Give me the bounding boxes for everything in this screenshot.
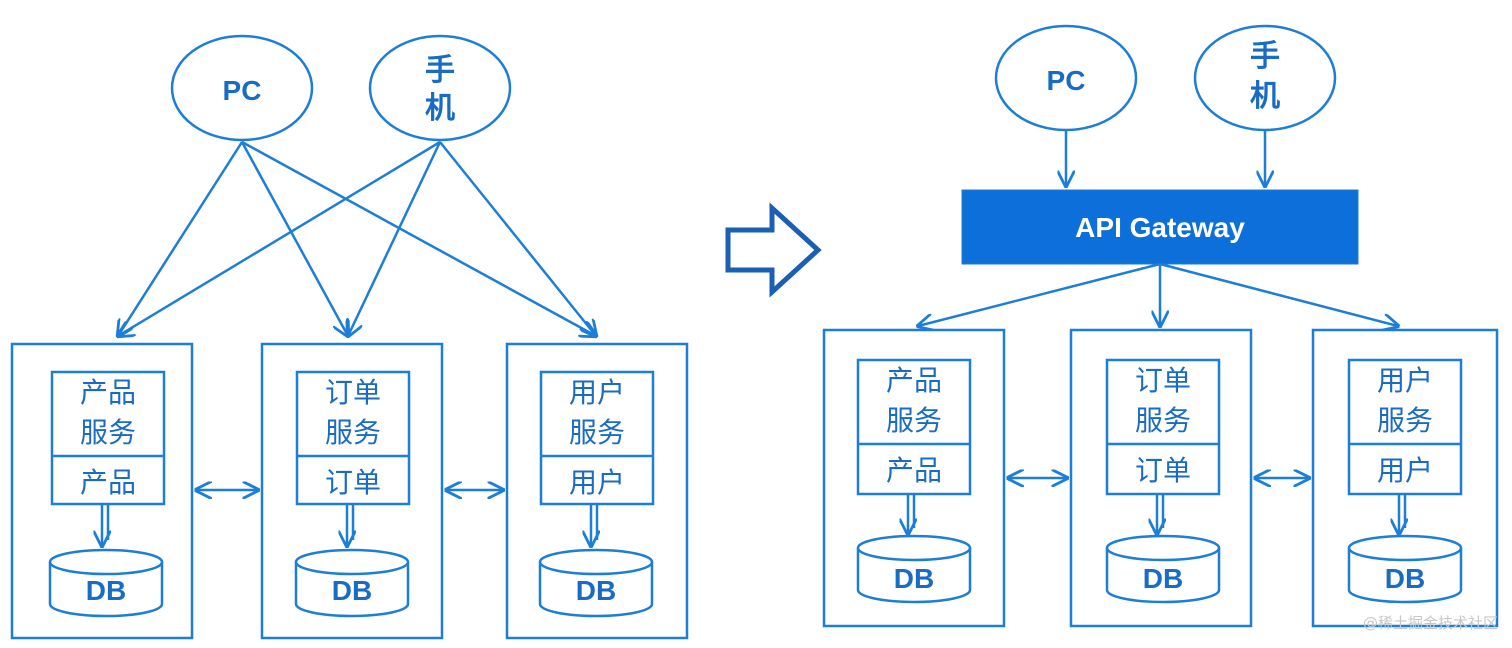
right-data-label: 用户	[1377, 455, 1433, 486]
left-client-arrows	[118, 140, 596, 336]
right-service-label-line1: 产品	[886, 365, 942, 396]
left-db-cylinder	[538, 548, 654, 618]
right-gateway-arrows	[918, 262, 1398, 326]
left-service-label-line2: 服务	[325, 417, 381, 448]
right-db-label: DB	[894, 563, 934, 594]
watermark: @稀土掘金技术社区	[1362, 614, 1498, 632]
left-service-order: 订单 服务 订单 DB	[260, 342, 444, 640]
left-service-label-line1: 用户	[569, 377, 625, 408]
left-arrow-mobile-to-product	[118, 140, 441, 336]
left-arrow-pc-to-user	[241, 140, 596, 336]
left-service-label-line1: 产品	[80, 377, 136, 408]
right-service-order: 订单 服务 订单 DB	[1069, 328, 1253, 628]
left-mobile-client-label-line1: 手	[425, 54, 455, 87]
left-service-product: 产品 服务 产品 DB	[10, 342, 194, 640]
left-pc-client-node	[170, 34, 314, 142]
left-pc-client-label: PC	[223, 75, 262, 106]
api-gateway-box	[961, 189, 1359, 265]
right-diagram: PC 手 机 API Gateway 产品 服务 产品 DB	[822, 24, 1499, 628]
right-db-cylinder	[1347, 534, 1463, 604]
right-data-label: 订单	[1135, 455, 1191, 486]
right-pc-client-label: PC	[1047, 65, 1086, 96]
right-service-box	[856, 358, 972, 496]
left-db-label: DB	[86, 575, 126, 606]
left-service-user: 用户 服务 用户 DB	[505, 342, 689, 640]
right-arrow-gateway-to-product	[918, 262, 1161, 326]
hollow-right-arrow-icon	[725, 202, 822, 298]
right-service-label-line2: 服务	[886, 405, 942, 436]
left-arrow-pc-to-order	[240, 141, 348, 336]
left-data-label: 用户	[569, 467, 625, 498]
right-service-user: 用户 服务 用户 DB	[1311, 328, 1499, 628]
right-mobile-client-label-line2: 机	[1250, 80, 1280, 113]
left-db-cylinder	[48, 548, 164, 618]
right-mobile-client-label-line1: 手	[1250, 40, 1280, 73]
left-mobile-client-node	[368, 34, 512, 142]
right-db-cylinder	[856, 534, 972, 604]
left-db-label: DB	[576, 575, 616, 606]
right-service-label-line2: 服务	[1377, 405, 1433, 436]
left-arrow-pc-to-product	[118, 141, 244, 336]
left-arrow-mobile-to-order	[348, 141, 442, 336]
left-db-label: DB	[332, 575, 372, 606]
left-service-label-line2: 服务	[80, 417, 136, 448]
left-diagram: PC 手 机 产品 服务 产品 DB	[10, 34, 689, 640]
right-db-label: DB	[1385, 563, 1425, 594]
left-mobile-client-label-line2: 机	[425, 92, 455, 125]
right-service-label-line2: 服务	[1135, 405, 1191, 436]
right-service-product: 产品 服务 产品 DB	[822, 328, 1006, 628]
left-arrow-mobile-to-user	[439, 141, 596, 336]
right-arrow-gateway-to-user	[1159, 262, 1398, 326]
right-service-label-line1: 订单	[1135, 365, 1191, 396]
left-data-label: 订单	[325, 467, 381, 498]
right-service-label-line1: 用户	[1377, 365, 1433, 396]
right-db-label: DB	[1143, 563, 1183, 594]
right-data-label: 产品	[886, 455, 942, 486]
left-service-box	[295, 370, 411, 506]
api-gateway-label: API Gateway	[1075, 212, 1245, 243]
left-service-label-line1: 订单	[325, 377, 381, 408]
left-data-label: 产品	[80, 467, 136, 498]
left-db-cylinder	[294, 548, 410, 618]
left-service-label-line2: 服务	[569, 417, 625, 448]
right-db-cylinder	[1105, 534, 1221, 604]
